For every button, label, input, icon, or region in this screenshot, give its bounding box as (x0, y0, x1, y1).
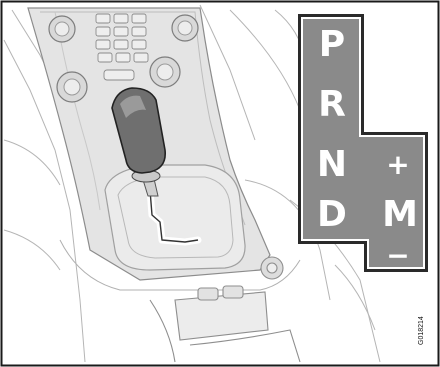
gear-shift-up-label: + (386, 148, 409, 181)
gear-neutral-label: N (317, 144, 347, 185)
console-knob-mid-right (150, 57, 180, 87)
lower-button-right (223, 286, 243, 298)
gear-manual-label: M (382, 194, 418, 235)
gear-park-label: P (319, 24, 345, 65)
console-knob-top-left (49, 16, 75, 42)
console-knob-top-right (172, 15, 198, 41)
lower-button-left (198, 288, 218, 300)
gear-reverse-label: R (318, 84, 346, 125)
gear-shift-down-label: − (386, 239, 409, 272)
figure-reference-code: G018214 (418, 316, 425, 345)
console-knob-mid-left (57, 72, 87, 102)
gear-drive-label: D (317, 194, 347, 235)
